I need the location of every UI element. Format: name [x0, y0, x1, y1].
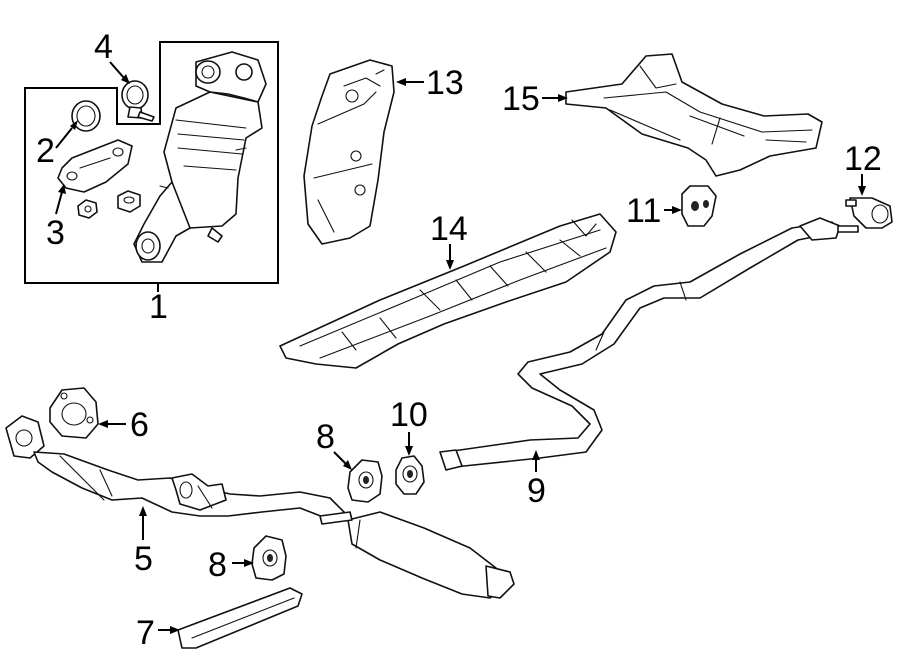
leader-4: [109, 61, 125, 79]
callout-11: 11: [626, 192, 661, 230]
arrow-8-upper: [343, 460, 352, 470]
resonator-part: [319, 511, 515, 599]
callout-2: 2: [36, 132, 55, 170]
leader-3: [55, 191, 63, 215]
callout-1: 1: [149, 288, 168, 326]
insulator-upper-part: [347, 459, 383, 503]
rear-pipe-part: [439, 217, 859, 471]
converter-heat-shield-part: [303, 59, 395, 245]
arrow-7: [170, 626, 180, 634]
callout-9: 9: [527, 472, 546, 510]
callout-7: 7: [136, 614, 155, 652]
arrow-4: [121, 74, 130, 84]
leader-2: [55, 127, 73, 149]
hanger-insulator-part: [681, 185, 717, 227]
arrow-11: [672, 206, 682, 214]
arrow-12: [858, 186, 866, 196]
nut-part: [77, 199, 98, 219]
callout-3: 3: [46, 214, 65, 252]
callout-10: 10: [390, 396, 428, 434]
insulator-lower-part: [251, 535, 287, 581]
tunnel-heat-shield-part: [279, 213, 617, 369]
callout-13: 13: [426, 64, 464, 102]
callout-6: 6: [130, 406, 149, 444]
underbody-shield-part: [565, 53, 823, 177]
arrow-2: [70, 120, 78, 130]
arrow-13: [396, 78, 406, 86]
kit-group-box: [24, 41, 279, 284]
arrow-15: [558, 94, 568, 102]
callout-12: 12: [844, 140, 882, 178]
arrow-10: [405, 446, 413, 456]
front-pipe-part: [5, 415, 345, 523]
callout-4: 4: [94, 28, 113, 66]
damper-part: [395, 455, 425, 495]
flange-nut-part: [117, 190, 141, 213]
arrow-9: [532, 450, 540, 460]
clamp-part: [121, 80, 155, 122]
hanger-bracket-part: [845, 197, 893, 229]
arrow-6: [98, 420, 108, 428]
arrow-8-lower: [244, 559, 254, 567]
callout-14: 14: [430, 210, 468, 248]
heat-shield-strip-part: [177, 587, 303, 649]
callout-8-lower: 8: [208, 546, 227, 584]
flange-gasket-part: [49, 387, 99, 439]
bracket-part: [57, 139, 133, 193]
callout-15: 15: [502, 80, 540, 118]
leader-8-upper: [333, 451, 347, 465]
gasket-ring-part: [71, 100, 101, 132]
arrow-5: [139, 506, 147, 516]
callout-8-upper: 8: [316, 418, 335, 456]
arrow-14: [446, 260, 454, 270]
catalytic-converter-part: [133, 51, 267, 263]
arrow-3: [58, 184, 66, 194]
callout-5: 5: [134, 540, 153, 578]
